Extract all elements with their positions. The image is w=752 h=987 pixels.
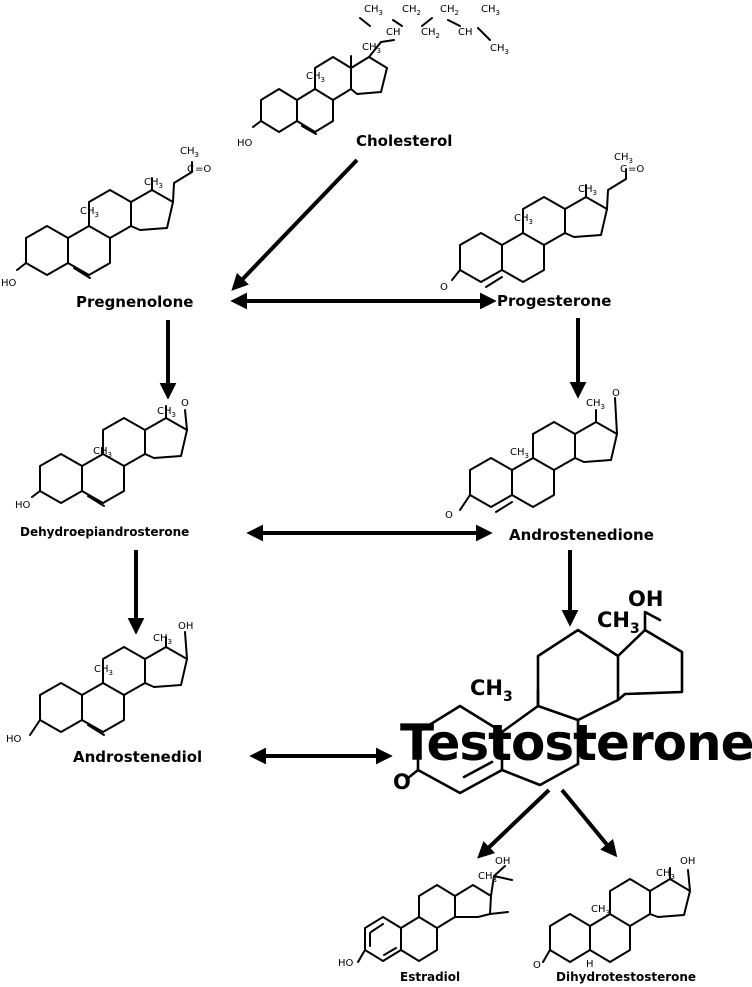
cholesterol-structure: [252, 39, 395, 135]
pregnenolone-label: Pregnenolone: [76, 293, 193, 311]
testosterone-c18: CH3: [597, 608, 640, 637]
dhea-c19: CH3: [93, 446, 112, 459]
pregnenolone-ch3: CH3: [180, 146, 199, 159]
cholesterol-ho: HO: [237, 138, 253, 149]
dhea-o: O: [181, 398, 189, 409]
androstenedione-label: Androstenedione: [509, 526, 654, 544]
cholesterol-ch2-a: CH2: [402, 4, 421, 17]
arrow-testosterone-to-dht: [560, 788, 618, 858]
cholesterol-ch3-a: CH3: [364, 4, 383, 17]
estradiol-oh: OH: [495, 856, 510, 867]
pregnenolone-c19: CH3: [80, 206, 99, 219]
progesterone-structure: [451, 168, 627, 288]
dht-label: Dihydrotestosterone: [556, 970, 696, 984]
estradiol-structure: [357, 865, 513, 963]
androstenediol-label: Androstenediol: [73, 748, 202, 766]
pregnenolone-o: =O: [195, 164, 211, 175]
dhea-ho: HO: [15, 500, 31, 511]
cholesterol-c19-ch3: CH3: [306, 71, 325, 84]
progesterone-o: =O: [628, 164, 644, 175]
cholesterol-ch2-c: CH2: [421, 27, 440, 40]
progesterone-c19: CH3: [514, 213, 533, 226]
androstenedione-c18: CH3: [586, 398, 605, 411]
testosterone-c19: CH3: [470, 676, 513, 705]
dhea-label: Dehydroepiandrosterone: [20, 525, 189, 539]
testosterone-structure: [406, 610, 684, 795]
pregnenolone-structure: [16, 161, 193, 279]
pregnenolone-c: C: [187, 164, 194, 175]
androstenediol-oh: OH: [178, 621, 193, 632]
progesterone-ch3: CH3: [614, 152, 633, 165]
arrow-cholesterol-to-pregnenolone: [231, 158, 359, 291]
progesterone-label: Progesterone: [497, 292, 611, 310]
cholesterol-c18-ch3: CH3: [362, 42, 381, 55]
estradiol-label: Estradiol: [400, 970, 460, 984]
arrow-testosterone-to-estradiol: [477, 788, 551, 859]
dhea-c18: CH3: [157, 406, 176, 419]
dht-oh: OH: [680, 856, 695, 867]
cholesterol-side-chain: [359, 17, 491, 41]
androstenedione-o-17: O: [612, 388, 620, 399]
dht-h-5: H: [586, 959, 594, 970]
androstenediol-c18: CH3: [153, 633, 172, 646]
dht-structure: [542, 867, 691, 963]
pregnenolone-c18: CH3: [144, 177, 163, 190]
progesterone-o-3: O: [440, 282, 448, 293]
dhea-structure: [31, 405, 188, 507]
cholesterol-label: Cholesterol: [356, 132, 452, 150]
estradiol-ch3: CH3: [478, 871, 497, 884]
progesterone-c: C: [620, 164, 627, 175]
estradiol-ho: HO: [338, 958, 354, 969]
androstenedione-structure: [459, 397, 618, 513]
progesterone-c18: CH3: [578, 184, 597, 197]
pregnenolone-ho: HO: [1, 278, 17, 289]
dht-c19: CH3: [591, 904, 610, 917]
testosterone-o-3: O: [393, 770, 411, 794]
androstenedione-c19: CH3: [510, 447, 529, 460]
testosterone-oh: OH: [628, 587, 663, 611]
testosterone-label: Testosterone: [400, 714, 752, 772]
androstenedione-o-3: O: [445, 510, 453, 521]
androstenediol-structure: [29, 631, 188, 736]
cholesterol-ch3-c: CH3: [490, 43, 509, 56]
cholesterol-ch: CH: [386, 27, 401, 38]
cholesterol-ch: CH: [458, 27, 473, 38]
cholesterol-ch2-b: CH2: [440, 4, 459, 17]
dht-c18: CH3: [656, 868, 675, 881]
androstenediol-c19: CH3: [94, 664, 113, 677]
cholesterol-ch3-b: CH3: [481, 4, 500, 17]
androstenediol-ho: HO: [6, 734, 22, 745]
dht-o-3: O: [533, 960, 541, 971]
